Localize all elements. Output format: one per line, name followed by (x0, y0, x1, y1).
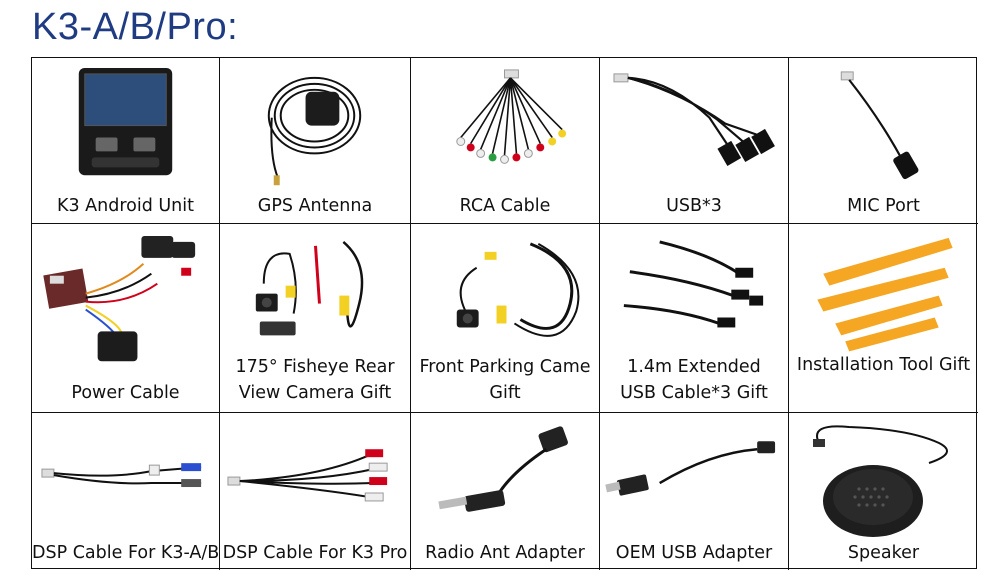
speaker-icon (813, 425, 948, 537)
front-camera-icon (456, 242, 580, 337)
item-k3-android-unit: K3 Android Unit (32, 58, 220, 224)
item-label: USB*3 (666, 196, 722, 216)
rear-camera-icon (255, 240, 364, 336)
item-label: K3 Android Unit (56, 196, 195, 216)
item-rear-camera: 175° Fisheye Rear View Camera Gift (220, 224, 411, 413)
item-dsp-cable-ab: DSP Cable For K3-A/B (32, 413, 220, 570)
accessories-grid: K3 Android Unit GPS Antenna (31, 57, 978, 570)
item-label: Power Cable (71, 383, 180, 403)
item-label: DSP Cable For K3-A/B (32, 543, 220, 563)
item-label: DSP Cable For K3 Pro (222, 543, 408, 563)
dsp-cable-ab-icon (41, 463, 202, 488)
item-label-line1: Front Parking Came (419, 357, 591, 377)
item-label-line2: View Camera Gift (238, 383, 392, 403)
pry-tools-icon (817, 237, 953, 352)
item-label: GPS Antenna (257, 196, 373, 216)
gps-antenna-icon (267, 76, 362, 186)
usb-cable-icon (613, 73, 775, 167)
item-usb-extension: 1.4m Extended USB Cable*3 Gift (600, 224, 789, 413)
oem-usb-icon (605, 441, 776, 496)
item-label-line1: 175° Fisheye Rear (235, 357, 395, 377)
item-label: Installation Tool Gift (796, 355, 971, 375)
item-label: Radio Ant Adapter (425, 543, 585, 563)
item-gps-antenna: GPS Antenna (220, 58, 411, 224)
item-oem-usb-adapter: OEM USB Adapter (600, 413, 789, 570)
item-label: MIC Port (847, 196, 920, 216)
item-label: Speaker (847, 543, 920, 563)
mic-cable-icon (840, 71, 919, 180)
item-label-line2: Gift (489, 383, 521, 403)
item-installation-tool: Installation Tool Gift (789, 224, 978, 413)
item-speaker: Speaker (789, 413, 978, 570)
item-usb-3: USB*3 (600, 58, 789, 224)
usb-extension-icon (623, 240, 764, 328)
item-radio-adapter: Radio Ant Adapter (411, 413, 600, 570)
item-label-line1: 1.4m Extended (627, 357, 761, 377)
item-power-cable: Power Cable (32, 224, 220, 413)
power-harness-icon (43, 235, 196, 362)
item-mic-port: MIC Port (789, 58, 978, 224)
item-label: RCA Cable (459, 196, 551, 216)
head-unit-icon (78, 67, 173, 176)
page-title: K3-A/B/Pro: (32, 6, 239, 48)
radio-adapter-icon (438, 426, 568, 512)
item-dsp-cable-pro: DSP Cable For K3 Pro (220, 413, 411, 570)
item-front-camera: Front Parking Came Gift (411, 224, 600, 413)
item-label: OEM USB Adapter (615, 543, 773, 563)
item-rca-cable: RCA Cable (411, 58, 600, 224)
dsp-cable-pro-icon (227, 449, 388, 502)
rca-cable-icon (456, 69, 567, 164)
item-label-line2: USB Cable*3 Gift (620, 383, 768, 403)
